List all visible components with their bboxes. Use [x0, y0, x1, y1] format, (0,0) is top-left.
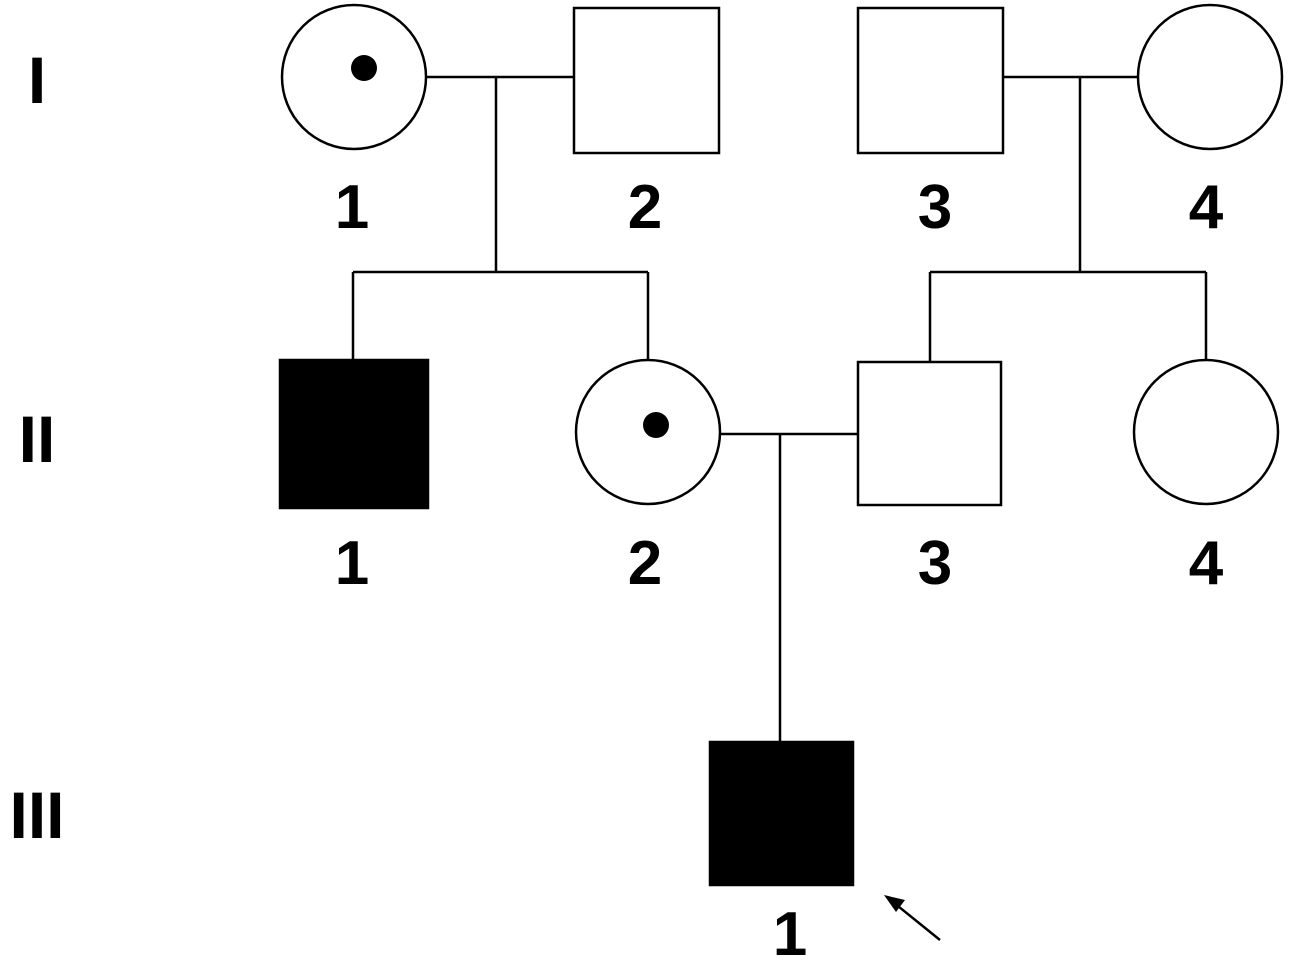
individual-label-i2: 2: [628, 173, 662, 242]
individual-label-i4: 4: [1189, 173, 1224, 242]
individual-label-iii1: 1: [773, 900, 807, 966]
individual-label-ii1: 1: [335, 529, 369, 598]
pedigree-lines: [351, 75, 1208, 742]
individual-ii4-female-symbol: [1132, 358, 1280, 506]
individual-label-ii4: 4: [1189, 529, 1224, 598]
individual-label-i1: 1: [335, 173, 369, 242]
carrier-dot-ii2: [643, 412, 669, 438]
individual-label-ii2: 2: [628, 529, 662, 598]
generation-label-iii: III: [9, 778, 64, 852]
carrier-dot-i1: [351, 55, 377, 81]
individual-i2-male-symbol: [572, 6, 721, 155]
individual-label-ii3: 3: [918, 529, 952, 598]
individual-i3-male-symbol: [856, 6, 1005, 155]
individual-i4-female-symbol: [1136, 3, 1284, 151]
individual-ii1-affected-male-symbol: [278, 358, 430, 510]
individual-iii1-affected-male-symbol: [708, 740, 855, 887]
generation-label-ii: II: [19, 402, 56, 476]
individual-label-i3: 3: [918, 173, 952, 242]
individual-ii3-male-symbol: [856, 360, 1003, 507]
individual-i1-female-symbol: [280, 3, 428, 151]
proband-arrow-icon: [884, 895, 941, 941]
generation-label-i: I: [28, 43, 46, 117]
